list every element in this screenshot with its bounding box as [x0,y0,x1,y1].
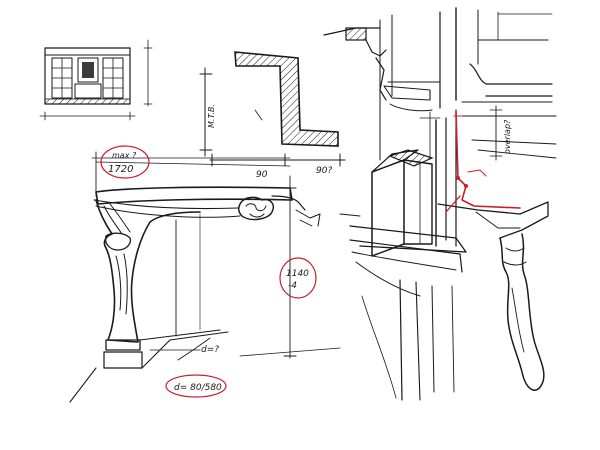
fireplace-mantel-sketch [69,151,341,403]
room-elevation-thumbnail [39,39,153,121]
red-correction-markup [445,111,521,213]
depth-question-note: d=? [201,345,219,355]
mtb-label: M.T.B. [207,104,216,128]
height-dimension-tolerance: -4 [288,281,297,291]
dimension-90-right: 90? [316,166,332,176]
overlap-question-note: overlap? [503,119,512,154]
cornice-perspective-detail [323,7,557,401]
max-dimension-note-circle [100,145,150,179]
depth-value-note: d= 80/580 [174,383,222,393]
mantel-section-profile [199,51,346,167]
max-dimension-note: max ? [112,151,137,160]
depth-value-note-circle [165,374,227,398]
height-dimension-note-circle [279,257,317,299]
dimension-90-left: 90 [256,170,268,180]
height-dimension-value: 1140 [286,269,309,279]
width-dimension-value: 1720 [108,164,133,175]
